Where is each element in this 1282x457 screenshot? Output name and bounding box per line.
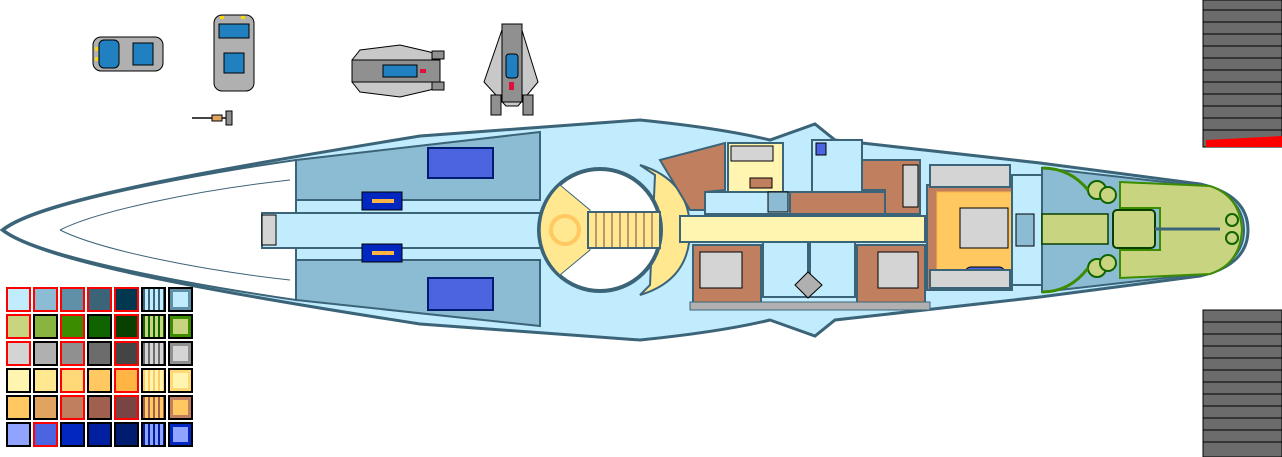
fighter-side[interactable] (351, 44, 445, 98)
palette-tile-floor-gray[interactable] (141, 341, 166, 366)
airlock[interactable] (261, 214, 277, 246)
palette-swatch-blue-5[interactable] (114, 422, 139, 447)
central-corridor (679, 215, 926, 243)
palette-swatch-gray-2[interactable] (33, 341, 58, 366)
reactor-core (1112, 209, 1156, 249)
palette-swatch-brown-2[interactable] (33, 395, 58, 420)
palette-tile-block-gray[interactable] (168, 341, 193, 366)
palette-swatch-sky-blue-2[interactable] (33, 287, 58, 312)
reactor-room (1041, 213, 1109, 245)
thruster-block-top (1202, 0, 1282, 148)
thruster-block-bottom (1202, 309, 1282, 457)
palette-swatch-yellow-4[interactable] (87, 368, 112, 393)
palette-swatch-yellow-5[interactable] (114, 368, 139, 393)
palette-swatch-gray-5[interactable] (114, 341, 139, 366)
speeder-bike[interactable] (192, 110, 233, 126)
palette-tile-block-brown[interactable] (168, 395, 193, 420)
palette-tile-floor-sky-blue[interactable] (141, 287, 166, 312)
palette-swatch-green-1[interactable] (6, 314, 31, 339)
palette-swatch-blue-4[interactable] (87, 422, 112, 447)
palette-tile-block-green[interactable] (168, 314, 193, 339)
palette-swatch-gray-4[interactable] (87, 341, 112, 366)
fighter-top[interactable] (483, 23, 539, 116)
palette-tile-floor-green[interactable] (141, 314, 166, 339)
palette-tile-floor-brown[interactable] (141, 395, 166, 420)
turbine-icon (1225, 231, 1239, 245)
palette-swatch-green-4[interactable] (87, 314, 112, 339)
palette-swatch-sky-blue-1[interactable] (6, 287, 31, 312)
palette-swatch-green-5[interactable] (114, 314, 139, 339)
hangar-bay-top (427, 147, 494, 179)
palette-swatch-sky-blue-5[interactable] (114, 287, 139, 312)
palette-tile-floor-yellow[interactable] (141, 368, 166, 393)
palette-swatch-green-2[interactable] (33, 314, 58, 339)
palette-swatch-brown-4[interactable] (87, 395, 112, 420)
grand-staircase[interactable] (587, 211, 661, 249)
palette-tile-floor-blue[interactable] (141, 422, 166, 447)
main-corridor (261, 212, 553, 249)
palette-swatch-brown-3[interactable] (60, 395, 85, 420)
turbine-icon (1225, 213, 1239, 227)
bow-section (2, 158, 297, 302)
palette-swatch-brown-1[interactable] (6, 395, 31, 420)
palette-swatch-yellow-1[interactable] (6, 368, 31, 393)
palette-swatch-gray-3[interactable] (60, 341, 85, 366)
hangar-bay-bottom (427, 277, 494, 311)
color-palette (6, 287, 195, 449)
palette-swatch-blue-1[interactable] (6, 422, 31, 447)
master-bed (959, 207, 1009, 249)
emblem-icon (549, 214, 581, 246)
turbine-icon (1099, 254, 1117, 272)
palette-swatch-blue-3[interactable] (60, 422, 85, 447)
shuttle-top[interactable] (213, 14, 255, 92)
palette-swatch-blue-2[interactable] (33, 422, 58, 447)
palette-swatch-brown-5[interactable] (114, 395, 139, 420)
upper-stair[interactable] (789, 191, 886, 215)
thruster-glow (1206, 136, 1282, 147)
palette-swatch-sky-blue-3[interactable] (60, 287, 85, 312)
palette-swatch-gray-1[interactable] (6, 341, 31, 366)
palette-tile-block-sky-blue[interactable] (168, 287, 193, 312)
shuttle-side[interactable] (92, 36, 164, 72)
palette-swatch-yellow-3[interactable] (60, 368, 85, 393)
turbine-icon (1099, 186, 1117, 204)
palette-swatch-sky-blue-4[interactable] (87, 287, 112, 312)
palette-swatch-green-3[interactable] (60, 314, 85, 339)
palette-swatch-yellow-2[interactable] (33, 368, 58, 393)
palette-tile-block-blue[interactable] (168, 422, 193, 447)
palette-tile-block-yellow[interactable] (168, 368, 193, 393)
